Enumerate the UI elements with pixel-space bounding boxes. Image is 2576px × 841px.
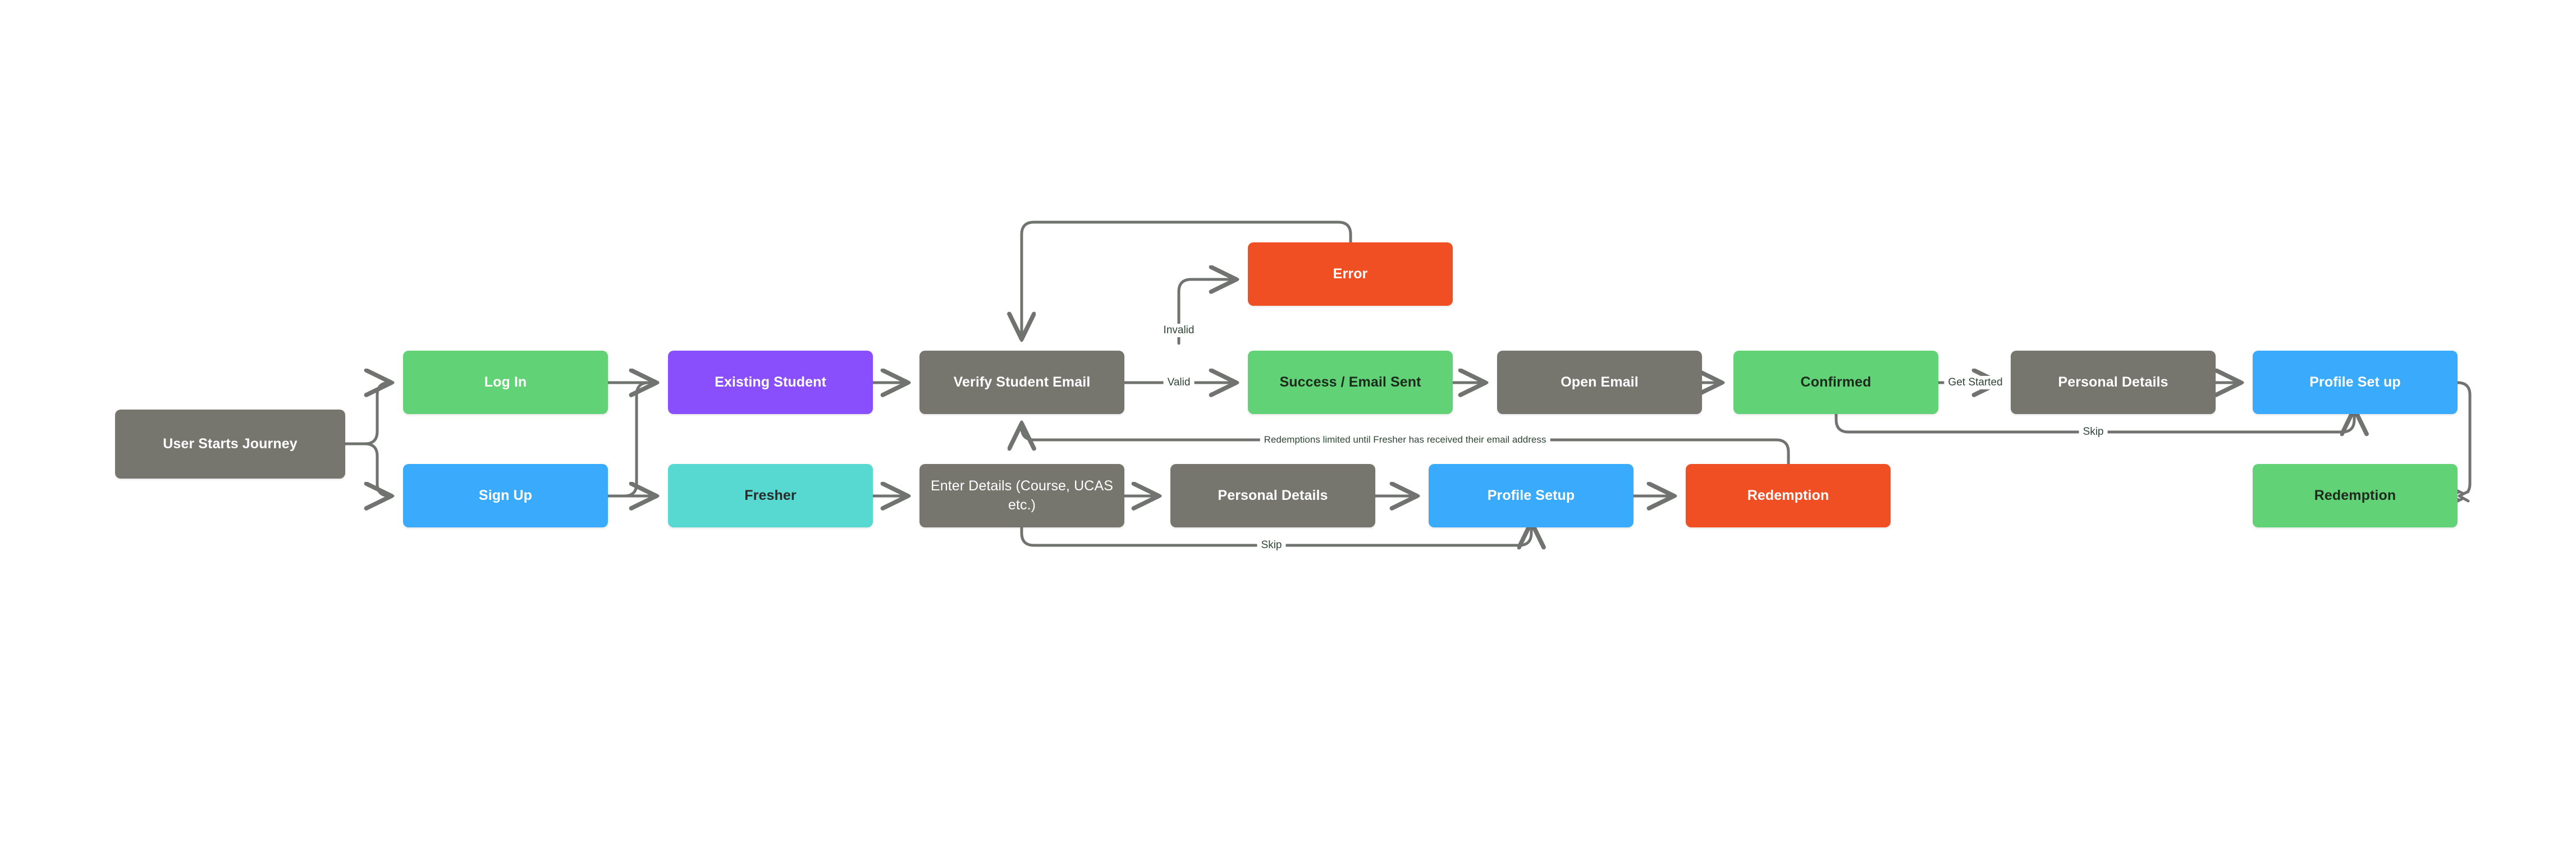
node-label: Success / Email Sent — [1279, 374, 1421, 390]
edge-label-skip-top: Skip — [2079, 425, 2108, 439]
node-sign-up[interactable]: Sign Up — [403, 464, 608, 527]
node-profile-setup-lower[interactable]: Profile Setup — [1429, 464, 1634, 527]
edge-label-get-started: Get Started — [1944, 376, 2007, 389]
edge-profile-to-redemption-right — [2458, 381, 2472, 496]
node-log-in[interactable]: Log In — [403, 351, 608, 414]
node-label: Open Email — [1561, 374, 1639, 390]
node-label: Enter Details (Course, UCAS etc.) — [930, 478, 1114, 513]
node-open-email[interactable]: Open Email — [1497, 351, 1702, 414]
node-user-starts-journey[interactable]: User Starts Journey — [115, 410, 345, 479]
node-label: Confirmed — [1800, 374, 1872, 390]
node-existing-student[interactable]: Existing Student — [668, 351, 873, 414]
node-label: Personal Details — [2058, 374, 2168, 390]
node-label: User Starts Journey — [163, 435, 298, 452]
node-verify-student-email[interactable]: Verify Student Email — [919, 351, 1124, 414]
node-label: Personal Details — [1218, 487, 1328, 503]
node-label: Profile Setup — [1487, 487, 1575, 503]
node-confirmed[interactable]: Confirmed — [1733, 351, 1938, 414]
node-personal-details-upper[interactable]: Personal Details — [2011, 351, 2216, 414]
edge-label-valid: Valid — [1163, 376, 1195, 389]
edge-label-invalid: Invalid — [1159, 324, 1198, 337]
node-error[interactable]: Error — [1248, 242, 1453, 306]
node-label: Redemption — [2314, 487, 2396, 503]
node-redemption-lower[interactable]: Redemption — [1686, 464, 1891, 527]
node-label: Profile Set up — [2309, 374, 2401, 390]
node-label: Fresher — [744, 487, 797, 503]
node-label: Verify Student Email — [953, 374, 1091, 390]
edge-signup-to-existing — [606, 383, 660, 498]
node-label: Error — [1333, 265, 1368, 282]
node-label: Existing Student — [715, 374, 826, 390]
node-personal-details-lower[interactable]: Personal Details — [1170, 464, 1375, 527]
node-label: Redemption — [1747, 487, 1829, 503]
node-redemption-right[interactable]: Redemption — [2253, 464, 2458, 527]
node-profile-set-up[interactable]: Profile Set up — [2253, 351, 2458, 414]
node-success-email-sent[interactable]: Success / Email Sent — [1248, 351, 1453, 414]
node-label: Sign Up — [478, 487, 533, 503]
edge-start-to-login — [344, 383, 395, 445]
edge-error-back-to-verify — [1022, 220, 1352, 342]
edge-label-redemption-note: Redemptions limited until Fresher has re… — [1260, 434, 1550, 446]
node-enter-details[interactable]: Enter Details (Course, UCAS etc.) — [919, 464, 1124, 527]
node-fresher[interactable]: Fresher — [668, 464, 873, 527]
edge-start-to-signup — [344, 442, 395, 496]
edge-verify-invalid-error — [1177, 279, 1239, 345]
node-label: Log In — [484, 374, 527, 390]
edge-label-skip-bottom: Skip — [1257, 539, 1286, 552]
